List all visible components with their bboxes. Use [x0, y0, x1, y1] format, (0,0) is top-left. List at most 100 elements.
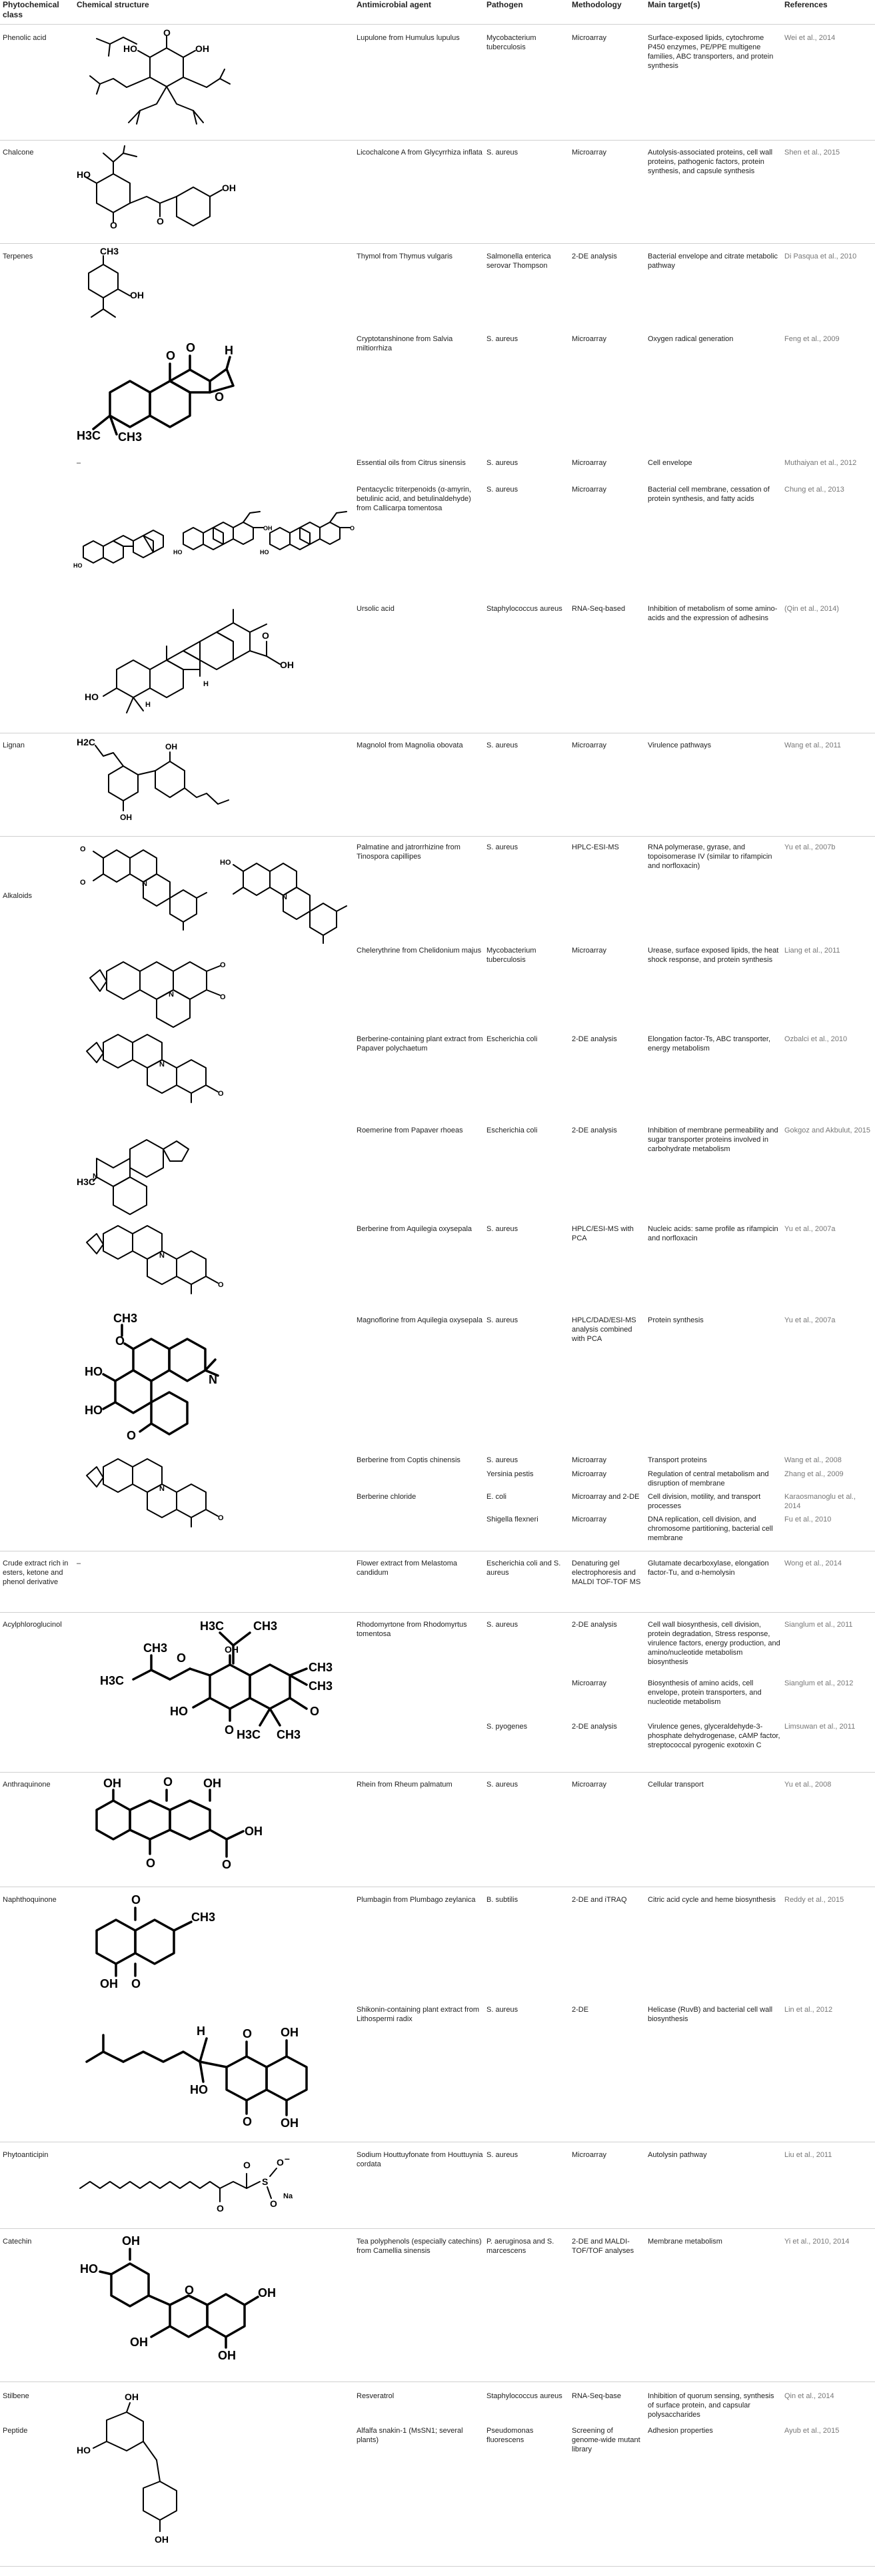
targets-cell: Virulence genes, glyceraldehyde-3-phosph…	[648, 1723, 780, 1749]
targets-cell: Glutamate decarboxylase, elongation fact…	[648, 1559, 769, 1577]
agent-cell: Berberine chloride	[357, 1493, 417, 1501]
method-cell: Microarray	[572, 1781, 606, 1789]
svg-text:OH: OH	[165, 742, 177, 751]
pathogen-cell: S. aureus	[486, 843, 518, 851]
svg-text:O: O	[217, 2203, 224, 2214]
method-cell: Microarray	[572, 34, 606, 42]
pathogen-cell: Pseudomonas fluorescens	[486, 2427, 534, 2444]
svg-text:N: N	[159, 1485, 165, 1493]
pathogen-cell: S. aureus	[486, 2006, 518, 2014]
pathogen-cell: Staphylococcus aureus	[486, 2392, 562, 2400]
svg-text:H3C: H3C	[100, 1674, 124, 1687]
svg-text:O: O	[222, 1858, 231, 1871]
targets-cell: Surface-exposed lipids, cytochrome P450 …	[648, 34, 774, 70]
reference-cell: Wong et al., 2014	[784, 1559, 842, 1567]
method-cell: 2-DE analysis	[572, 1035, 617, 1043]
svg-text:HO: HO	[123, 43, 137, 54]
svg-text:CH3: CH3	[191, 1911, 215, 1924]
reference-cell: Liang et al., 2011	[784, 947, 840, 955]
svg-text:OH: OH	[120, 813, 132, 822]
header-targets: Main target(s)	[648, 0, 700, 9]
structure-catechin: OH HO O OH OH OH	[77, 2233, 290, 2366]
pathogen-cell: S. aureus	[486, 2151, 518, 2159]
svg-text:HO: HO	[85, 1404, 103, 1417]
targets-cell: Citric acid cycle and heme biosynthesis	[648, 1896, 776, 1904]
agent-cell: Berberine-containing plant extract from …	[357, 1035, 483, 1053]
reference-cell: Muthaiyan et al., 2012	[784, 459, 857, 467]
svg-text:HO: HO	[260, 549, 269, 556]
svg-text:HO: HO	[220, 859, 231, 867]
svg-text:O: O	[163, 1775, 173, 1789]
svg-text:O: O	[185, 2284, 194, 2297]
reference-cell: Karaosmanoglu et al., 2014	[784, 1493, 856, 1510]
targets-cell: Inhibition of membrane permeability and …	[648, 1126, 778, 1153]
structure-none: –	[77, 1559, 81, 1567]
agent-cell: Ursolic acid	[357, 605, 395, 613]
pathogen-cell: S. aureus	[486, 459, 518, 467]
svg-text:OH: OH	[130, 2336, 148, 2349]
svg-text:O: O	[215, 390, 224, 404]
row-class: Stilbene	[3, 2392, 29, 2400]
agent-cell: Flower extract from Melastoma candidum	[357, 1559, 457, 1577]
svg-text:O: O	[131, 1893, 141, 1907]
svg-text:OH: OH	[203, 1777, 221, 1790]
svg-text:O: O	[186, 341, 195, 354]
structure-lupulone: O OH HO	[77, 27, 237, 134]
row-class: Lignan	[3, 741, 25, 749]
method-cell: Microarray	[572, 335, 606, 343]
row-class: Phenolic acid	[3, 34, 47, 42]
method-cell: Microarray	[572, 1515, 606, 1523]
structure-thymol: CH3 OH	[77, 246, 157, 321]
targets-cell: Biosynthesis of amino acids, cell envelo…	[648, 1679, 762, 1706]
svg-text:O: O	[127, 1429, 136, 1442]
targets-cell: Transport proteins	[648, 1456, 707, 1464]
targets-cell: Elongation factor-Ts, ABC transporter, e…	[648, 1035, 771, 1053]
svg-text:O: O	[350, 525, 355, 532]
structure-berberine-aquilegia: N O	[77, 1219, 250, 1299]
svg-text:O: O	[157, 216, 164, 226]
reference-cell: Lin et al., 2012	[784, 2006, 833, 2014]
svg-text:CH3: CH3	[100, 246, 119, 256]
pathogen-cell: Yersinia pestis	[486, 1470, 534, 1478]
method-cell: Microarray	[572, 149, 606, 157]
method-cell: 2-DE analysis	[572, 252, 617, 260]
targets-cell: Cellular transport	[648, 1781, 704, 1789]
pathogen-cell: Shigella flexneri	[486, 1515, 538, 1523]
svg-text:CH3: CH3	[277, 1728, 301, 1741]
targets-cell: Oxygen radical generation	[648, 335, 734, 343]
agent-cell: Alfalfa snakin-1 (MsSN1; several plants)	[357, 2427, 463, 2444]
pathogen-cell: E. coli	[486, 1493, 506, 1501]
reference-cell: Gokgoz and Akbulut, 2015	[784, 1126, 871, 1134]
method-cell: 2-DE analysis	[572, 1621, 617, 1629]
reference-cell: Wei et al., 2014	[784, 34, 836, 42]
svg-text:HO: HO	[77, 2445, 91, 2455]
method-cell: Denaturing gel electrophoresis and MALDI…	[572, 1559, 641, 1586]
structure-ursolic-acid: O OH HO H H	[77, 590, 303, 723]
method-cell: Microarray	[572, 1679, 606, 1687]
agent-cell: Berberine from Coptis chinensis	[357, 1456, 460, 1464]
svg-text:OH: OH	[245, 1825, 263, 1838]
reference-cell: Feng et al., 2009	[784, 335, 840, 343]
svg-text:O: O	[220, 993, 226, 1001]
agent-cell: Chelerythrine from Chelidonium majus	[357, 947, 482, 955]
pathogen-cell: Escherichia coli and S. aureus	[486, 1559, 561, 1577]
pathogen-cell: Escherichia coli	[486, 1126, 538, 1134]
svg-text:H3C: H3C	[237, 1728, 261, 1741]
svg-text:O: O	[131, 1977, 141, 1990]
svg-text:OH: OH	[122, 2234, 140, 2248]
svg-text:Na: Na	[283, 2192, 293, 2200]
agent-cell: Tea polyphenols (especially catechins) f…	[357, 2238, 482, 2255]
targets-cell: Protein synthesis	[648, 1316, 704, 1324]
svg-text:OH: OH	[155, 2534, 169, 2545]
method-cell: Screening of genome-wide mutant library	[572, 2427, 640, 2453]
reference-cell: Qin et al., 2014	[784, 2392, 834, 2400]
svg-text:OH: OH	[195, 43, 209, 54]
reference-cell: Sianglum et al., 2012	[784, 1679, 854, 1687]
pathogen-cell: P. aeruginosa and S. marcescens	[486, 2238, 554, 2255]
reference-cell: Yu et al., 2007b	[784, 843, 836, 851]
svg-text:OH: OH	[263, 525, 273, 532]
method-cell: 2-DE analysis	[572, 1723, 617, 1731]
targets-cell: Inhibition of metabolism of some amino-a…	[648, 605, 778, 622]
